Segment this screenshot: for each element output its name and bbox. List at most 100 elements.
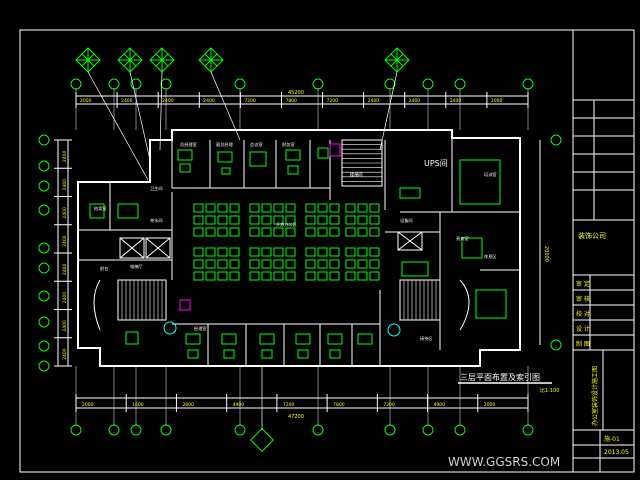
- axis-bubble: [522, 78, 534, 90]
- workstation-desk: [305, 203, 316, 213]
- workstation-desk: [285, 203, 296, 213]
- workstation-desk: [273, 215, 284, 225]
- workstation-desk: [357, 227, 368, 237]
- workstation-desk: [369, 203, 380, 213]
- room-labels: 总经理室副总经理财务室会议室前台接待区开放办公区经理室档案室茶水间卫生间电梯厅楼…: [94, 141, 497, 342]
- overall-dimension-vertical: 20000: [543, 246, 549, 262]
- room-label: 会议室: [250, 141, 263, 148]
- interior-partitions: [78, 138, 520, 366]
- workstation-desk: [345, 203, 356, 213]
- workstation-desk: [261, 259, 272, 269]
- workstation-desk: [305, 227, 316, 237]
- workstation-desk: [317, 227, 328, 237]
- axis-bubble: [160, 78, 172, 90]
- workstation-desk: [193, 259, 204, 269]
- axis-bubble: [38, 180, 50, 192]
- workstation-desk: [205, 203, 216, 213]
- workstation-desk: [369, 259, 380, 269]
- workstation-desk: [285, 259, 296, 269]
- top-dim-label: 2000: [80, 98, 92, 104]
- axis-bubble: [38, 360, 50, 372]
- room-label: 总经理室: [180, 141, 197, 147]
- workstation-desk: [229, 259, 240, 269]
- workstation-desk: [357, 215, 368, 225]
- axis-bubble: [70, 424, 82, 436]
- index-leaders: [87, 71, 398, 430]
- bottom-dim-label: 2800: [182, 402, 194, 408]
- workstation-desk: [345, 247, 356, 257]
- workstation-desk: [345, 227, 356, 237]
- workstation-desk: [217, 271, 228, 281]
- axis-bubble: [454, 424, 466, 436]
- workstation-desk: [329, 247, 340, 257]
- axis-bubble: [38, 340, 50, 352]
- room-label: 电梯厅: [130, 263, 143, 270]
- left-dim-label: 2400: [62, 264, 68, 276]
- watermark: WWW.GGSRS.COM: [448, 455, 560, 469]
- workstation-desk: [317, 215, 328, 225]
- workstation-desk: [305, 247, 316, 257]
- axis-bubble: [454, 78, 466, 90]
- axis-bubble: [160, 424, 172, 436]
- title-block-row-3: 设 计: [576, 325, 590, 333]
- drawing-scale: 比1:100: [540, 387, 559, 394]
- title-block-row-0: 审 定: [576, 280, 590, 288]
- left-dim-label: 2400: [62, 235, 68, 247]
- axis-bubble: [550, 339, 562, 351]
- workstation-desk: [357, 271, 368, 281]
- workstation-desk: [329, 259, 340, 269]
- axis-bubble: [108, 78, 120, 90]
- workstation-desk: [193, 247, 204, 257]
- axis-bubble: [550, 134, 562, 146]
- workstation-desk: [305, 215, 316, 225]
- workstation-desk: [285, 215, 296, 225]
- axis-bubble: [38, 160, 50, 172]
- workstation-desk: [217, 247, 228, 257]
- axis-bubble: [422, 424, 434, 436]
- axis-bubble: [38, 242, 50, 254]
- workstation-desk: [357, 203, 368, 213]
- axis-bubble: [522, 424, 534, 436]
- workstation-desk: [217, 259, 228, 269]
- workstation-desk: [273, 271, 284, 281]
- workstation-desk: [193, 215, 204, 225]
- room-label: 经理室: [194, 325, 207, 331]
- axis-bubble: [384, 424, 396, 436]
- top-dim-label: 2400: [409, 98, 421, 104]
- top-dim-label: 7800: [285, 98, 297, 104]
- workstation-desk: [329, 203, 340, 213]
- workstation-desk: [229, 227, 240, 237]
- title-block-drawing-no: 施-01: [604, 435, 620, 443]
- workstation-desk: [345, 271, 356, 281]
- title-block-row-1: 审 核: [576, 295, 590, 303]
- workstation-desk: [273, 203, 284, 213]
- workstation-desk: [249, 247, 260, 257]
- room-label: 卫生间: [150, 185, 163, 192]
- north-arrow-symbols: [75, 47, 410, 453]
- top-dim-label: 2400: [203, 98, 215, 104]
- room-label: 培训室: [484, 171, 497, 178]
- axis-bubble: [38, 290, 50, 302]
- workstation-desk: [205, 215, 216, 225]
- workstation-desk: [317, 271, 328, 281]
- top-dim-label: 2400: [450, 98, 462, 104]
- workstation-desk: [205, 271, 216, 281]
- room-label: 财务室: [282, 141, 295, 148]
- axis-bubble: [384, 78, 396, 90]
- workstation-desk: [273, 259, 284, 269]
- drawing-title-block: 三层平面布置及索引图 比1:100: [458, 372, 559, 394]
- workstation-desk: [317, 203, 328, 213]
- workstation-desk: [357, 259, 368, 269]
- bottom-dim-label: 7800: [333, 402, 345, 408]
- workstation-desk: [317, 247, 328, 257]
- workstation-desk: [285, 247, 296, 257]
- axis-bubble: [38, 316, 50, 328]
- room-label: 接待区: [420, 335, 433, 342]
- room-label: 贵宾室: [456, 235, 469, 242]
- title-block-row-4: 制 图: [576, 340, 590, 348]
- workstation-desk: [261, 271, 272, 281]
- workstation-desk: [345, 259, 356, 269]
- room-label: 茶水间: [150, 217, 163, 224]
- workstation-desk: [285, 271, 296, 281]
